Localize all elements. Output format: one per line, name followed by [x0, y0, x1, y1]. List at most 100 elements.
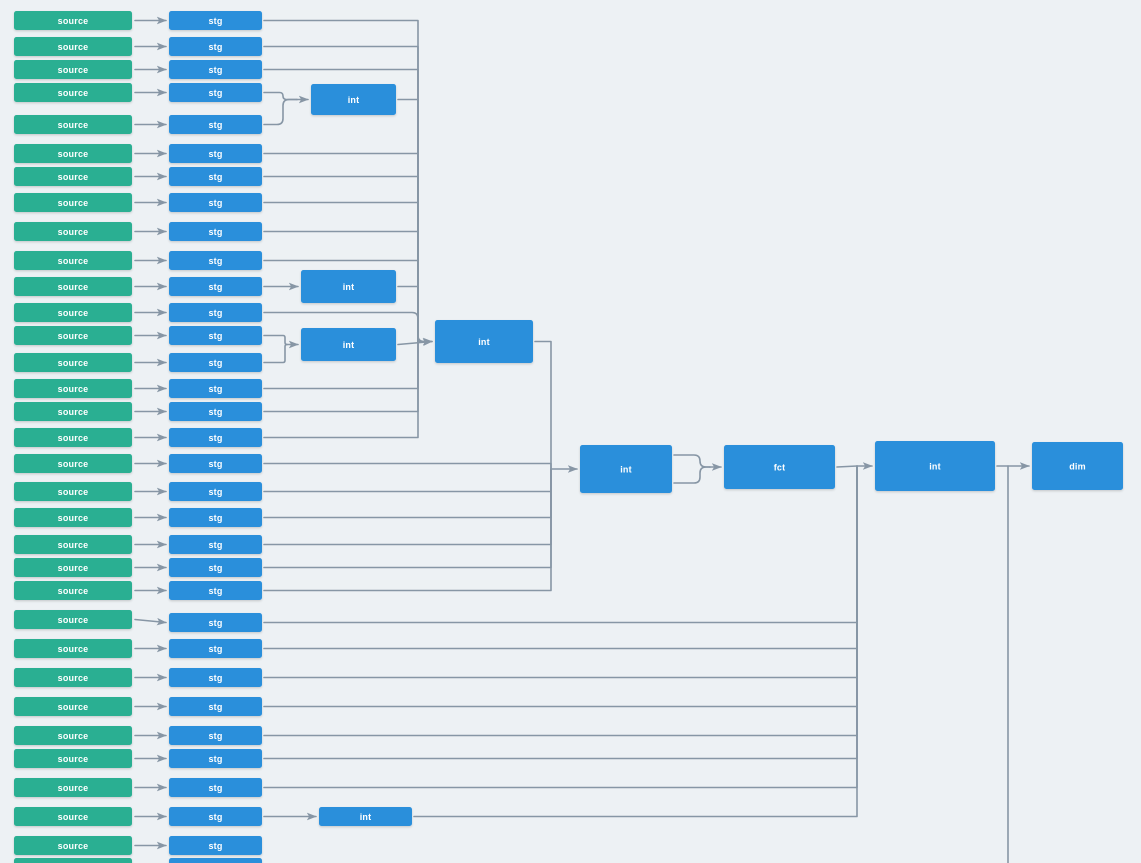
source-node-box[interactable] [14, 668, 132, 687]
stg-node-box[interactable] [169, 251, 262, 270]
stg-node-box[interactable] [169, 668, 262, 687]
node-stg[interactable]: stg [169, 115, 262, 134]
node-source[interactable]: source [14, 60, 132, 79]
node-source[interactable]: source [14, 581, 132, 600]
source-node-box[interactable] [14, 836, 132, 855]
source-node-box[interactable] [14, 144, 132, 163]
source-node-box[interactable] [14, 303, 132, 322]
node-int[interactable]: int [311, 84, 396, 115]
fct-node-box[interactable] [724, 445, 835, 489]
source-node-box[interactable] [14, 379, 132, 398]
node-source[interactable]: source [14, 749, 132, 768]
source-node-box[interactable] [14, 749, 132, 768]
node-fct[interactable]: fct [724, 445, 835, 489]
source-node-box[interactable] [14, 402, 132, 421]
stg-node-box[interactable] [169, 508, 262, 527]
node-stg[interactable]: stg [169, 807, 262, 826]
source-node-box[interactable] [14, 581, 132, 600]
node-stg[interactable]: stg [169, 581, 262, 600]
node-dim[interactable]: dim [1032, 442, 1123, 490]
node-stg[interactable]: stg [169, 222, 262, 241]
node-source[interactable]: source [14, 222, 132, 241]
node-source[interactable]: source [14, 807, 132, 826]
node-source[interactable]: source [14, 639, 132, 658]
node-source[interactable]: source [14, 482, 132, 501]
node-source[interactable]: source [14, 778, 132, 797]
stg-node-box[interactable] [169, 402, 262, 421]
source-node-box[interactable] [14, 858, 132, 863]
stg-node-box[interactable] [169, 482, 262, 501]
source-node-box[interactable] [14, 558, 132, 577]
source-node-box[interactable] [14, 193, 132, 212]
stg-node-box[interactable] [169, 379, 262, 398]
node-source[interactable]: source [14, 326, 132, 345]
stg-node-box[interactable] [169, 144, 262, 163]
stg-node-box[interactable] [169, 83, 262, 102]
dim-node-box[interactable] [1032, 442, 1123, 490]
stg-node-box[interactable] [169, 115, 262, 134]
node-int[interactable]: int [319, 807, 412, 826]
stg-node-box[interactable] [169, 193, 262, 212]
node-source[interactable]: source [14, 83, 132, 102]
node-stg[interactable]: stg [169, 858, 262, 863]
source-node-box[interactable] [14, 454, 132, 473]
node-stg[interactable]: stg [169, 144, 262, 163]
source-node-box[interactable] [14, 807, 132, 826]
node-stg[interactable]: stg [169, 668, 262, 687]
node-stg[interactable]: stg [169, 303, 262, 322]
node-stg[interactable]: stg [169, 167, 262, 186]
stg-node-box[interactable] [169, 613, 262, 632]
stg-node-box[interactable] [169, 454, 262, 473]
node-stg[interactable]: stg [169, 697, 262, 716]
stg-node-box[interactable] [169, 222, 262, 241]
node-source[interactable]: source [14, 535, 132, 554]
node-int[interactable]: int [301, 270, 396, 303]
stg-node-box[interactable] [169, 858, 262, 863]
int-node-box[interactable] [319, 807, 412, 826]
node-source[interactable]: source [14, 353, 132, 372]
int-node-box[interactable] [875, 441, 995, 491]
node-source[interactable]: source [14, 277, 132, 296]
source-node-box[interactable] [14, 778, 132, 797]
node-stg[interactable]: stg [169, 454, 262, 473]
node-stg[interactable]: stg [169, 613, 262, 632]
node-source[interactable]: source [14, 193, 132, 212]
node-source[interactable]: source [14, 454, 132, 473]
node-stg[interactable]: stg [169, 778, 262, 797]
stg-node-box[interactable] [169, 639, 262, 658]
stg-node-box[interactable] [169, 353, 262, 372]
stg-node-box[interactable] [169, 428, 262, 447]
source-node-box[interactable] [14, 37, 132, 56]
node-stg[interactable]: stg [169, 639, 262, 658]
source-node-box[interactable] [14, 222, 132, 241]
source-node-box[interactable] [14, 508, 132, 527]
node-int[interactable]: int [875, 441, 995, 491]
node-source[interactable]: source [14, 144, 132, 163]
stg-node-box[interactable] [169, 697, 262, 716]
stg-node-box[interactable] [169, 778, 262, 797]
node-stg[interactable]: stg [169, 428, 262, 447]
source-node-box[interactable] [14, 277, 132, 296]
node-source[interactable]: source [14, 558, 132, 577]
node-stg[interactable]: stg [169, 508, 262, 527]
stg-node-box[interactable] [169, 11, 262, 30]
node-stg[interactable]: stg [169, 251, 262, 270]
int-node-box[interactable] [435, 320, 533, 363]
source-node-box[interactable] [14, 251, 132, 270]
int-node-box[interactable] [301, 328, 396, 361]
node-source[interactable]: source [14, 726, 132, 745]
node-source[interactable]: source [14, 858, 132, 863]
stg-node-box[interactable] [169, 836, 262, 855]
source-node-box[interactable] [14, 610, 132, 629]
int-node-box[interactable] [311, 84, 396, 115]
stg-node-box[interactable] [169, 749, 262, 768]
node-source[interactable]: source [14, 697, 132, 716]
stg-node-box[interactable] [169, 303, 262, 322]
int-node-box[interactable] [301, 270, 396, 303]
node-source[interactable]: source [14, 508, 132, 527]
node-source[interactable]: source [14, 610, 132, 629]
stg-node-box[interactable] [169, 558, 262, 577]
source-node-box[interactable] [14, 726, 132, 745]
source-node-box[interactable] [14, 428, 132, 447]
node-stg[interactable]: stg [169, 726, 262, 745]
